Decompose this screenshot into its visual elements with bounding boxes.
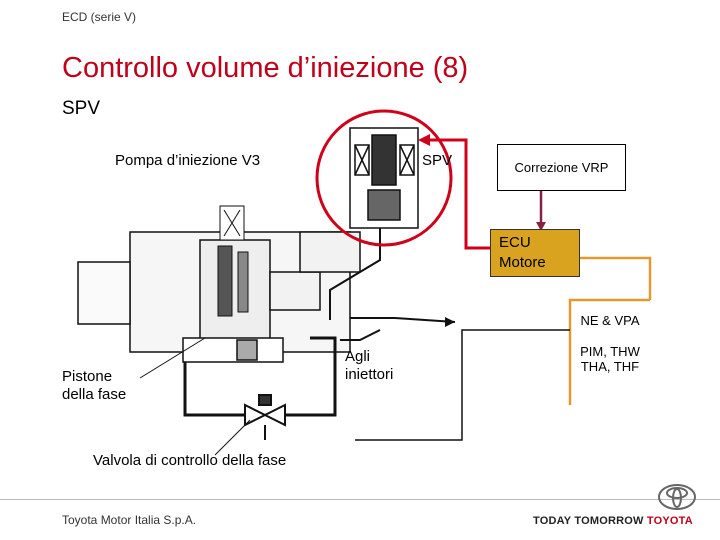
footer-tagline: TODAY TOMORROW TOYOTA xyxy=(533,515,693,527)
ecu-label-line1: ECU xyxy=(499,234,531,251)
piston-label-line1: Pistone xyxy=(62,368,113,385)
piston-label: Pistone della fase xyxy=(62,368,126,404)
spv-arrowhead xyxy=(418,134,430,146)
page-title: Controllo volume d’iniezione (8) xyxy=(62,52,469,84)
injectors-label-line1: Agli xyxy=(345,348,371,365)
pim-label-line1: PIM, THW xyxy=(580,344,640,359)
ne-vpa-label: NE & VPA xyxy=(580,313,640,328)
vrp-label: Correzione VRP xyxy=(514,160,609,175)
sensor-inputs-box: NE & VPA PIM, THW THA, THF xyxy=(570,300,650,405)
ecu-box: ECU Motore xyxy=(490,229,580,277)
footer-company: Toyota Motor Italia S.p.A. xyxy=(62,513,197,527)
piston-leader xyxy=(139,337,206,379)
injectors-label: Agli iniettori xyxy=(345,348,393,384)
sensor-wire xyxy=(355,329,570,441)
header-text: ECD (serie V) xyxy=(62,10,137,24)
ne-vpa-line xyxy=(568,256,652,405)
spv-valve xyxy=(349,127,419,229)
vrp-arrowhead xyxy=(536,222,546,231)
governor-assembly xyxy=(217,205,249,317)
tagline-brand: TOYOTA xyxy=(646,515,693,527)
vrp-box: Correzione VRP xyxy=(497,144,626,191)
tagline-text: TODAY TOMORROW xyxy=(533,515,644,527)
toyota-logo-icon xyxy=(658,484,696,510)
page-subtitle: SPV xyxy=(62,98,101,119)
pump-label: Pompa d’iniezione V3 xyxy=(115,152,261,169)
return-circuit xyxy=(183,336,337,417)
injector-arrowhead xyxy=(445,317,455,327)
valve-label: Valvola di controllo della fase xyxy=(93,452,287,469)
injectors-label-line2: iniettori xyxy=(345,366,394,383)
pim-label-line2: THA, THF xyxy=(580,359,640,374)
pump-body xyxy=(77,231,361,353)
timing-piston xyxy=(182,337,284,363)
spv-arrow xyxy=(425,138,490,250)
footer-divider xyxy=(0,499,720,500)
piston-label-line2: della fase xyxy=(62,386,127,403)
valve-leader xyxy=(214,419,251,456)
timing-control-valve xyxy=(244,394,286,440)
ecu-label-line2: Motore xyxy=(499,254,546,271)
spv-highlight-circle xyxy=(315,109,453,247)
spv-label: SPV xyxy=(422,152,453,169)
